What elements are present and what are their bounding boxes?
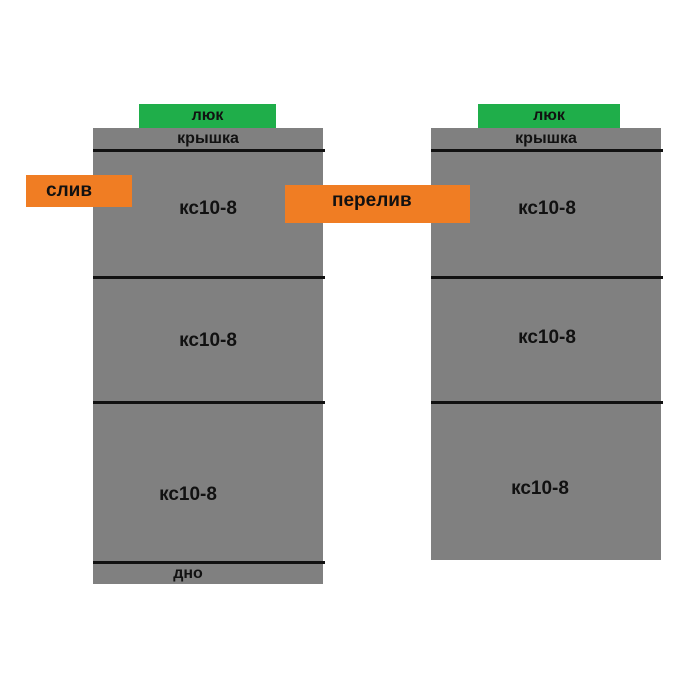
drain-pipe-label: слив [46,180,92,201]
left-ring-separator-2 [93,401,325,404]
overflow-pipe-label: перелив [332,190,412,211]
drain-pipe: слив [26,175,132,207]
right-ring-label-2: кс10-8 [518,327,576,348]
left-bottom-separator [93,561,325,564]
left-bottom-label: дно [173,565,203,582]
left-lid-separator [93,149,325,152]
left-ring-label-3: кс10-8 [159,484,217,505]
left-hatch-label: люк [191,107,224,124]
overflow-pipe: перелив [285,185,470,223]
right-hatch-label: люк [533,107,565,124]
right-ring-separator-2 [431,401,663,404]
right-lid-label: крышка [515,130,577,147]
left-ring-label-1: кс10-8 [179,198,237,219]
left-ring-separator-1 [93,276,325,279]
right-ring-label-1: кс10-8 [518,198,576,219]
right-ring-label-3: кс10-8 [511,478,569,499]
left-lid-label: крышка [177,130,239,147]
right-ring-separator-1 [431,276,663,279]
right-hatch: люк [478,104,620,128]
right-lid-separator [431,149,663,152]
left-ring-label-2: кс10-8 [179,330,237,351]
left-hatch: люк [139,104,276,128]
